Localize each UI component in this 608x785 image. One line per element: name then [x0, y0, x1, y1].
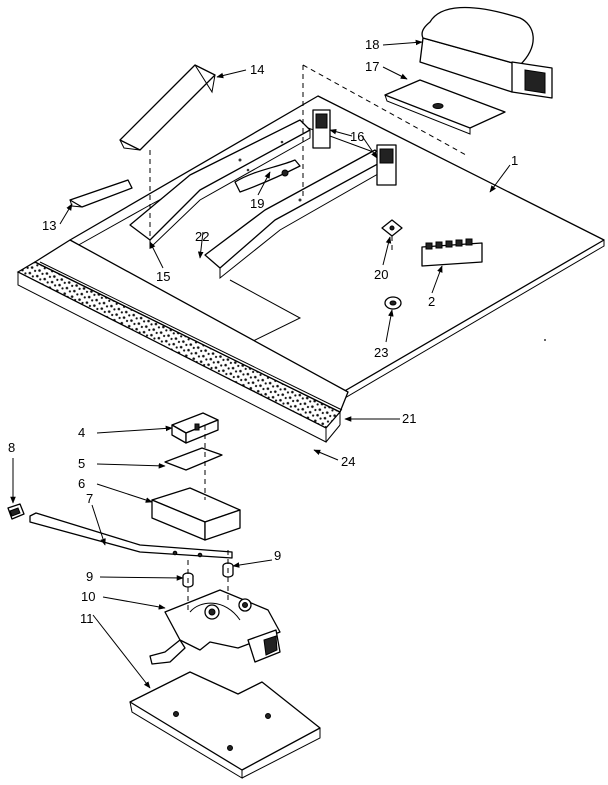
assembly-guide-lines [149, 64, 467, 612]
terminal-block-part-2 [421, 238, 483, 267]
bottom-plate-part-11 [129, 671, 321, 779]
grommet-part-23 [384, 296, 402, 310]
insulator-part-5 [164, 447, 223, 471]
callout-1: 1 [511, 153, 518, 168]
callout-8: 8 [8, 440, 15, 455]
callout-24: 24 [341, 454, 355, 469]
callout-10: 10 [81, 589, 95, 604]
callout-9b: 9 [274, 548, 281, 563]
callout-22: 22 [195, 229, 209, 244]
clip-part-20 [381, 219, 403, 237]
callout-6: 6 [78, 476, 85, 491]
lever-arm-part-7 [29, 512, 233, 559]
leader-lines [10, 39, 511, 689]
scan-specks [238, 140, 546, 341]
callout-13: 13 [42, 218, 56, 233]
callout-11: 11 [80, 611, 94, 626]
callout-labels: 1 2 4 5 6 7 8 9 9 10 11 13 14 15 16 17 1… [8, 37, 518, 626]
main-panel-part-1 [69, 95, 605, 403]
motor-bracket-part-17 [384, 79, 506, 135]
callout-19: 19 [250, 196, 264, 211]
callout-21: 21 [402, 411, 416, 426]
bracket-part-16b [376, 144, 397, 186]
knob-part-8 [7, 503, 25, 520]
blower-motor-part-18 [419, 6, 553, 99]
switch-part-4 [171, 412, 219, 444]
bracket-part-14 [119, 64, 216, 151]
spacer-part-9b [222, 562, 234, 578]
callout-5: 5 [78, 456, 85, 471]
front-rail-part-21 [34, 239, 349, 413]
callout-2: 2 [428, 294, 435, 309]
callout-16: 16 [350, 129, 364, 144]
callout-9a: 9 [86, 569, 93, 584]
callout-14: 14 [250, 62, 264, 77]
callout-18: 18 [365, 37, 379, 52]
callout-7: 7 [86, 491, 93, 506]
bracket-box-part-6 [151, 487, 241, 541]
latch-mechanism-part-10 [149, 589, 281, 665]
callout-15: 15 [156, 269, 170, 284]
callout-20: 20 [374, 267, 388, 282]
bracket-part-16a [312, 109, 331, 149]
callout-4: 4 [78, 425, 85, 440]
callout-17: 17 [365, 59, 379, 74]
callout-23: 23 [374, 345, 388, 360]
shield-part-13 [69, 179, 133, 208]
